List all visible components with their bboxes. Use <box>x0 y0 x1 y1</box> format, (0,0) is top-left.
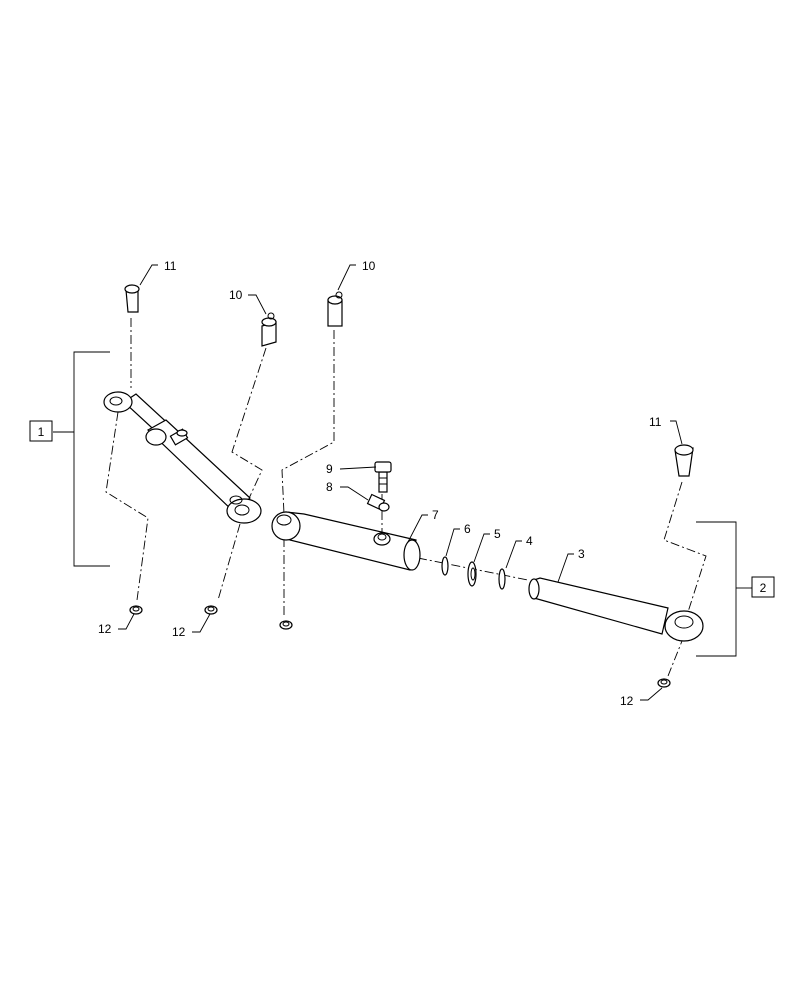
pin-10-middle <box>327 291 343 327</box>
callout-11-left: 11 <box>164 259 177 273</box>
callout-1: 1 <box>38 425 45 439</box>
leader-7 <box>407 514 428 543</box>
callout-12-c: 12 <box>620 694 634 708</box>
centerline-left-rod <box>231 347 267 519</box>
leader-4 <box>505 540 522 569</box>
callout-11-right: 11 <box>649 415 662 429</box>
bolt-9 <box>374 461 392 493</box>
leader-5 <box>473 533 490 563</box>
centerline-left-cylinder <box>105 411 149 601</box>
leader-10b <box>337 264 356 291</box>
bushing-11-right <box>674 444 694 477</box>
centerline-left-rod-lower <box>217 523 241 601</box>
fitting-8 <box>366 493 390 512</box>
assembly-bracket-2: 2 <box>696 521 775 657</box>
washer-5 <box>467 561 477 587</box>
assembly-bracket-1: 1 <box>29 351 110 567</box>
callout-3: 3 <box>578 547 585 561</box>
callout-7: 7 <box>432 508 439 522</box>
callout-8: 8 <box>326 480 333 494</box>
hydraulic-cylinder-left <box>103 391 262 524</box>
snap-ring-12-d <box>657 678 671 688</box>
callout-10-left: 10 <box>229 288 243 302</box>
callout-5: 5 <box>494 527 501 541</box>
callout-10-middle: 10 <box>362 259 376 273</box>
callout-4: 4 <box>526 534 533 548</box>
callout-box-2 <box>751 576 775 598</box>
callout-9: 9 <box>326 462 333 476</box>
centerline-right-pin <box>663 481 707 613</box>
cylinder-rod-3 <box>528 577 704 642</box>
leader-12c <box>640 687 663 701</box>
centerline-middle <box>281 330 335 515</box>
leader-6 <box>445 528 460 557</box>
leader-8 <box>340 486 369 501</box>
leader-12b <box>192 613 211 633</box>
ring-6 <box>441 556 449 576</box>
leader-3 <box>557 553 574 583</box>
leader-12a <box>118 613 135 630</box>
callout-6: 6 <box>464 522 471 536</box>
callout-box-1 <box>29 420 53 442</box>
leader-10a <box>248 294 267 315</box>
bushing-11-left <box>124 284 140 313</box>
ring-4 <box>498 568 506 590</box>
cylinder-tube-7 <box>271 511 421 571</box>
leader-11b <box>670 420 683 445</box>
snap-ring-12-a <box>129 605 143 615</box>
pin-10-left <box>261 312 277 347</box>
centerline-right-lower <box>667 635 685 677</box>
leader-11a <box>139 264 158 286</box>
callout-12-b: 12 <box>172 625 186 639</box>
snap-ring-12-c <box>279 620 293 630</box>
callout-2: 2 <box>760 581 767 595</box>
callout-12-a: 12 <box>98 622 112 636</box>
leader-9 <box>339 466 377 470</box>
snap-ring-12-b <box>204 605 218 615</box>
